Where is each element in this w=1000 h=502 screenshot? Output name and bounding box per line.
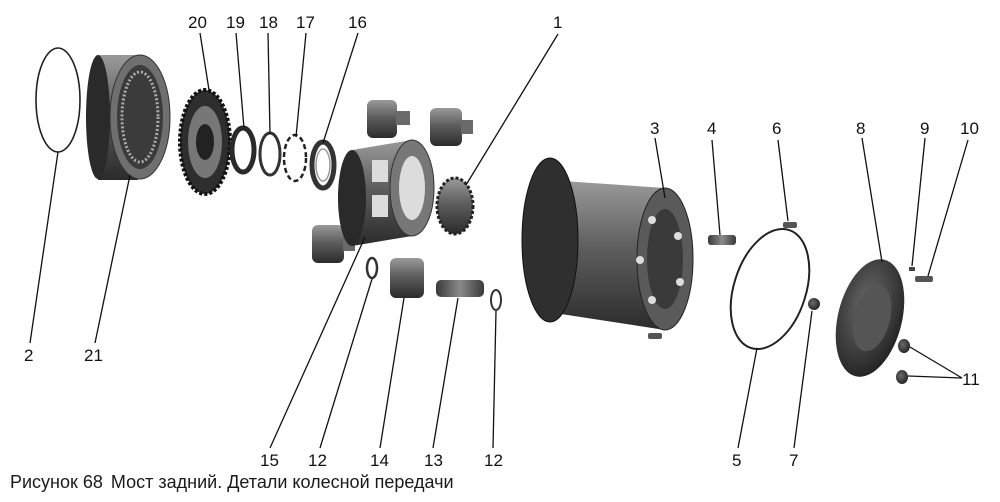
callout-13: 13: [424, 451, 443, 470]
callout-labels: 1 2 3 4 5 6 7 8 9 10 11 12 12 13 14 15 1…: [24, 13, 980, 470]
screw-part-10: [915, 276, 933, 282]
callout-18: 18: [259, 13, 278, 32]
washer-part-12-left: [365, 256, 379, 280]
callout-20: 20: [188, 13, 207, 32]
callout-3: 3: [650, 119, 659, 138]
pinion-upper-left: [367, 100, 410, 138]
gasket-part-5: [729, 227, 811, 351]
gear-part-14: [390, 258, 424, 298]
nut-part-11-lower: [896, 370, 908, 384]
leader-lines: [29, 32, 969, 449]
callout-2: 2: [24, 346, 33, 365]
screw-lower: [648, 333, 662, 339]
axle-part-13: [436, 280, 484, 297]
plug-part-7: [808, 298, 820, 310]
pinion-upper-right: [430, 108, 473, 146]
callout-10: 10: [960, 119, 979, 138]
planet-carrier-part-15: [338, 139, 435, 246]
figure-caption: Рисунок 68 Мост задний. Детали колесной п…: [10, 472, 462, 493]
ring-part-18: [258, 131, 282, 177]
washer-part-12-right: [490, 289, 502, 311]
callout-19: 19: [226, 13, 245, 32]
ring-gear-part-21: [86, 54, 171, 180]
washer-part-19: [229, 125, 257, 175]
hub-housing-part-3: [521, 157, 694, 331]
callout-7: 7: [789, 451, 798, 470]
lock-washer-part-17: [282, 133, 308, 183]
nut-part-11-upper: [898, 339, 910, 353]
callout-4: 4: [707, 119, 716, 138]
gear-part-1: [435, 176, 475, 236]
callout-16: 16: [348, 13, 367, 32]
callout-6: 6: [772, 119, 781, 138]
pin-part-9: [909, 267, 915, 271]
callout-14: 14: [370, 451, 389, 470]
callout-8: 8: [856, 119, 865, 138]
callout-21: 21: [84, 346, 103, 365]
figure-number: Рисунок 68: [10, 472, 103, 492]
callout-9: 9: [920, 119, 929, 138]
callout-12-left: 12: [308, 451, 327, 470]
callout-12-right: 12: [484, 451, 503, 470]
ring-nut-part-16: [309, 139, 337, 191]
cover-part-8: [835, 259, 905, 377]
callout-17: 17: [296, 13, 315, 32]
figure-title: Мост задний. Детали колесной передачи: [110, 472, 454, 492]
callout-15: 15: [260, 451, 279, 470]
bolt-part-4: [708, 235, 736, 245]
callout-1: 1: [553, 13, 562, 32]
snap-ring-part-2: [35, 47, 81, 153]
screw-part-6: [783, 222, 797, 228]
callout-11: 11: [962, 370, 980, 389]
callout-5: 5: [732, 451, 741, 470]
gear-hub-part-20: [178, 88, 232, 196]
